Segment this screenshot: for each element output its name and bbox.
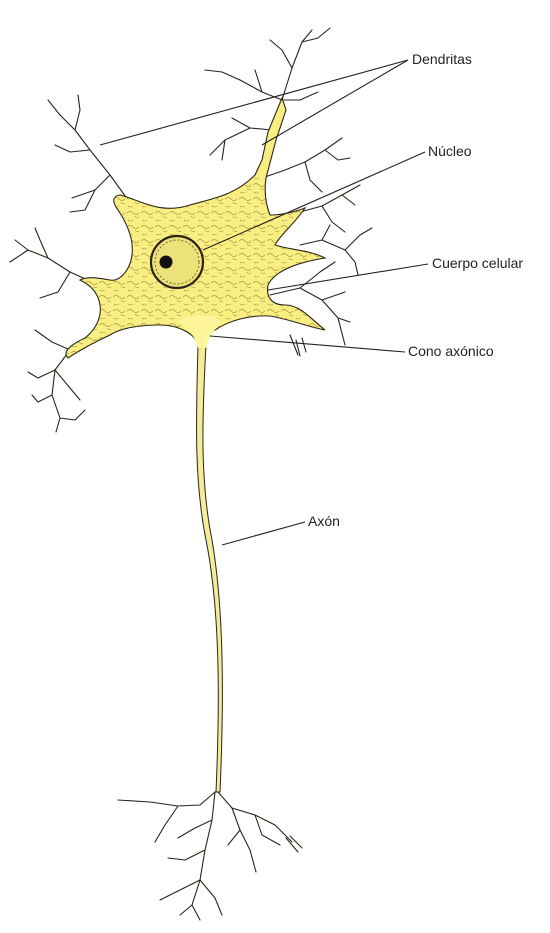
label-cuerpo-celular: Cuerpo celular [432, 255, 523, 271]
label-nucleo: Núcleo [428, 143, 472, 159]
nucleolus [160, 256, 173, 269]
axon [196, 345, 222, 792]
label-dendritas: Dendritas [412, 51, 472, 67]
nucleus [151, 236, 203, 288]
dendrite-branches [10, 28, 372, 920]
label-cono-axonico: Cono axónico [408, 343, 494, 359]
label-axon: Axón [308, 513, 340, 529]
